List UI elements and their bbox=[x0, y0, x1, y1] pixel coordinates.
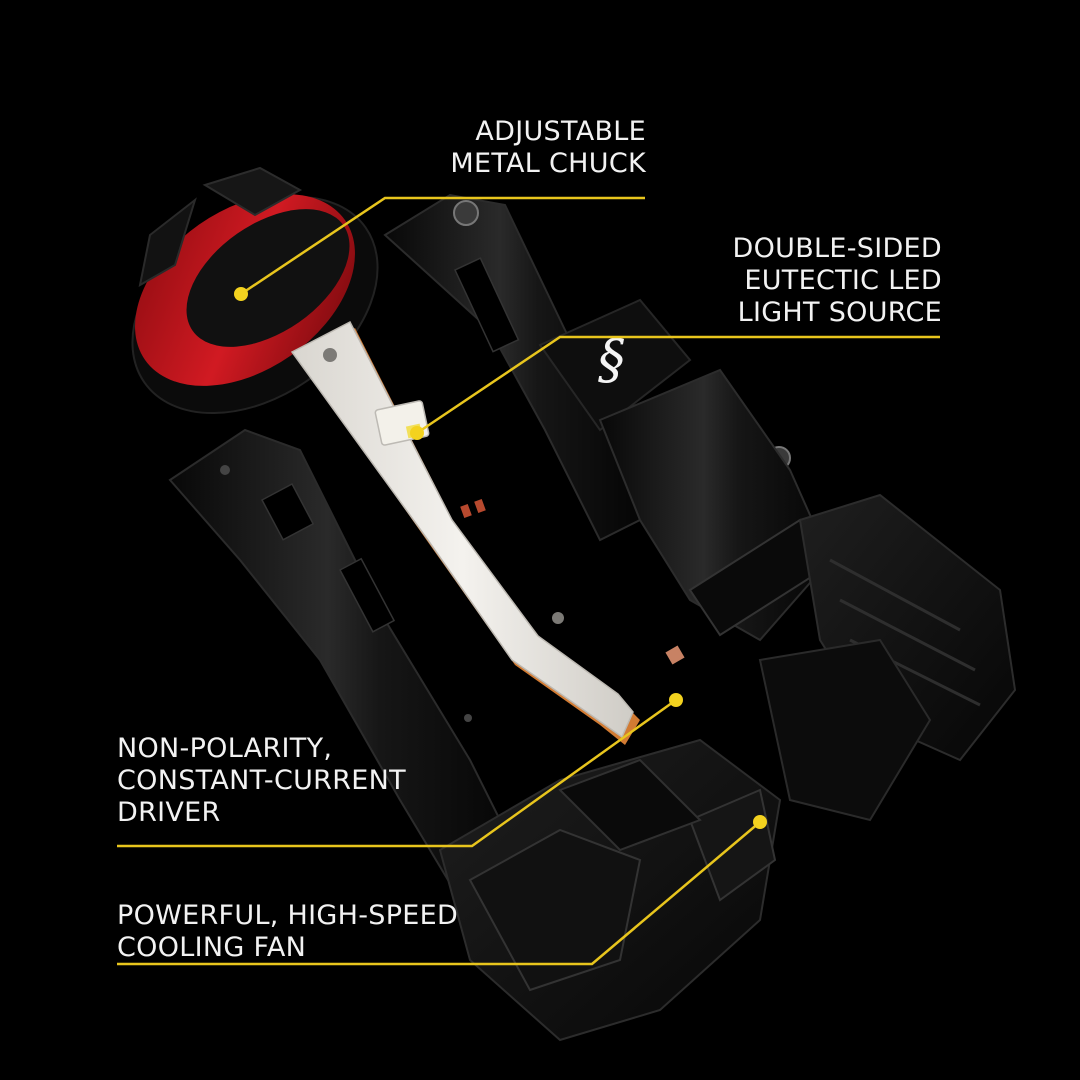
callout-fan-line-2: COOLING FAN bbox=[117, 932, 307, 963]
cooling-fan-housing bbox=[438, 738, 782, 1042]
callout-constant-current-driver: NON-POLARITY, CONSTANT-CURRENT DRIVER bbox=[117, 733, 406, 829]
lower-heatsink-arm bbox=[168, 428, 522, 902]
heat-sink-fins bbox=[758, 493, 1017, 822]
leader-dot-led bbox=[410, 426, 424, 440]
leader-line-driver bbox=[117, 698, 677, 848]
callout-chuck-line-1: ADJUSTABLE bbox=[475, 116, 646, 147]
leader-dot-driver bbox=[669, 693, 683, 707]
leader-lines bbox=[117, 196, 940, 966]
callout-adjustable-metal-chuck: ADJUSTABLE METAL CHUCK bbox=[450, 116, 646, 180]
callout-led-line-1: DOUBLE-SIDED bbox=[732, 233, 942, 264]
leader-line-chuck bbox=[240, 196, 645, 296]
leader-line-led bbox=[416, 335, 940, 435]
callout-high-speed-cooling-fan: POWERFUL, HIGH-SPEED COOLING FAN bbox=[117, 900, 458, 964]
leader-dot-chuck bbox=[234, 287, 248, 301]
led-circuit-board bbox=[290, 320, 685, 745]
callout-driver-line-1: NON-POLARITY, bbox=[117, 733, 333, 764]
callout-driver-line-2: CONSTANT-CURRENT bbox=[117, 765, 406, 796]
brand-logo: § bbox=[598, 328, 625, 391]
callout-led-line-3: LIGHT SOURCE bbox=[737, 297, 942, 328]
leader-line-fan bbox=[117, 821, 761, 966]
leader-dots bbox=[234, 287, 767, 829]
callout-fan-line-1: POWERFUL, HIGH-SPEED bbox=[117, 900, 459, 931]
callout-driver-line-3: DRIVER bbox=[117, 797, 221, 828]
callout-led-line-2: EUTECTIC LED bbox=[744, 265, 942, 296]
callout-eutectic-led-light-source: DOUBLE-SIDED EUTECTIC LED LIGHT SOURCE bbox=[732, 233, 942, 329]
leader-dot-fan bbox=[753, 815, 767, 829]
callout-chuck-line-2: METAL CHUCK bbox=[450, 148, 646, 179]
bulb-barrel bbox=[598, 368, 832, 642]
